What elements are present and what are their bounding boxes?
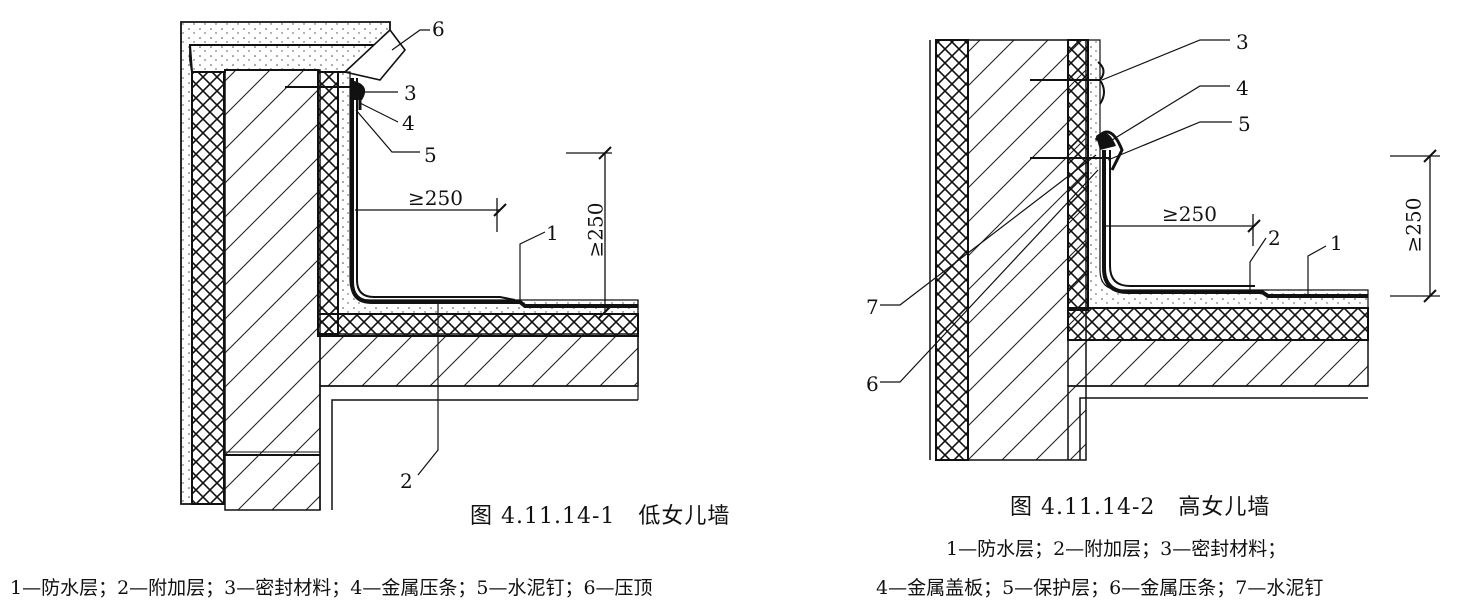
fig2-legend-line2: 4—金属盖板；5—保护层；6—金属压条；7—水泥钉 [876, 577, 1324, 599]
fig1-sealant [350, 80, 366, 100]
fig2-callout-7: 7 [866, 295, 879, 319]
fig1-additional-layer [356, 78, 516, 301]
fig2-additional-layer [1109, 150, 1255, 287]
fig2-roof-slab [1067, 339, 1369, 387]
fig1-outer-insulation [191, 71, 225, 505]
fig1-waterproof-layer [350, 78, 638, 308]
figure1-drawing [180, 21, 639, 511]
figure2-drawing [880, 39, 1440, 461]
fig1-dim-vertical: ≥250 [583, 202, 608, 258]
fig2-dim-horizontal: ≥250 [1162, 202, 1217, 226]
fig2-caption: 图 4.11.14-2 高女儿墙 [1010, 495, 1271, 520]
fig1-legend: 1—防水层；2—附加层；3—密封材料；4—金属压条；5—水泥钉；6—压顶 [10, 577, 653, 599]
fig1-screed [337, 71, 639, 315]
fig2-dim-vertical: ≥250 [1401, 197, 1426, 253]
fig2-callout-2: 2 [1268, 226, 1281, 250]
fig2-callout-1: 1 [1330, 231, 1343, 255]
fig1-caption: 图 4.11.14-1 低女儿墙 [470, 504, 731, 529]
fig1-dim-horizontal: ≥250 [408, 186, 463, 210]
fig2-parapet-concrete [967, 39, 1087, 461]
fig1-callout-3: 3 [404, 81, 417, 105]
fig1-callout-5: 5 [424, 143, 437, 167]
fig2-roof-insulation [1067, 307, 1369, 341]
fig2-screed [1087, 39, 1369, 309]
fig1-callout-1: 1 [546, 221, 559, 245]
fig1-callout-4: 4 [402, 111, 415, 135]
fig1-roof-insulation [317, 313, 639, 337]
fig2-outer-insulation [935, 39, 969, 461]
fig2-sealant [1096, 132, 1116, 150]
fig1-callout-2: 2 [400, 469, 413, 493]
fig2-callout-5: 5 [1238, 112, 1251, 136]
fig1-callout-6: 6 [432, 17, 445, 41]
fig2-callout-4: 4 [1236, 76, 1249, 100]
fig1-roof-slab [319, 333, 639, 387]
fig2-legend-line1: 1—防水层；2—附加层；3—密封材料； [946, 538, 1287, 560]
fig2-callout-6: 6 [866, 372, 879, 396]
fig1-inner-insulation [317, 71, 339, 335]
fig1-parapet-concrete [224, 69, 321, 511]
fig2-callout-3: 3 [1236, 30, 1249, 54]
fig2-waterproof-layer [1102, 150, 1368, 298]
